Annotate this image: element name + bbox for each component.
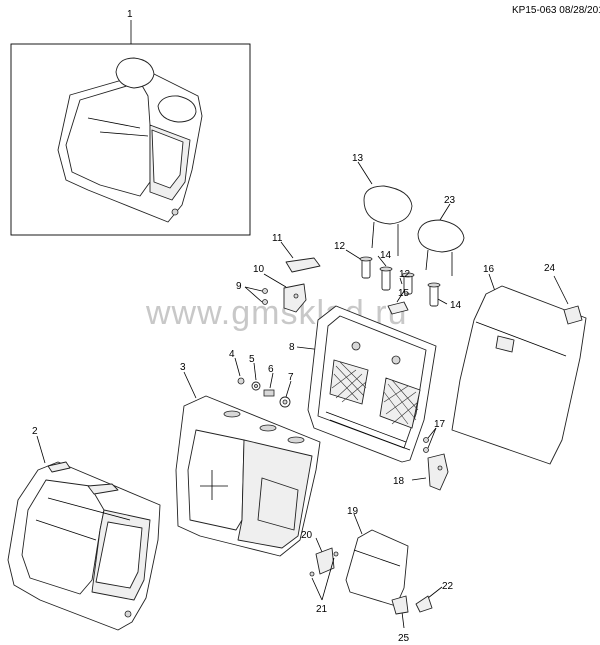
callout-2: 2 (32, 426, 38, 437)
callout-18: 18 (393, 476, 405, 487)
callout-21: 21 (316, 604, 328, 615)
parts-20-21-bracket (309, 537, 339, 601)
callout-17: 17 (434, 419, 446, 430)
callout-9: 9 (236, 281, 242, 292)
part-24-clip (553, 275, 583, 325)
parts-9-11-hinge (244, 241, 321, 313)
part-8-seatback-frame (296, 305, 437, 463)
callout-14-a: 14 (380, 250, 392, 261)
callout-4: 4 (229, 349, 235, 360)
callout-22: 22 (442, 581, 454, 592)
callout-13: 13 (352, 153, 364, 164)
parts-12-15-guides (345, 249, 448, 315)
callout-3: 3 (180, 362, 186, 373)
callout-labels: 1 2 3 4 5 6 7 8 9 10 11 12 12 13 14 14 1… (32, 9, 556, 644)
callout-6: 6 (268, 364, 274, 375)
callout-11: 11 (272, 233, 283, 244)
callout-7: 7 (288, 372, 294, 383)
callout-25: 25 (398, 633, 410, 644)
callout-19: 19 (347, 506, 359, 517)
callout-12-a: 12 (334, 241, 346, 252)
callout-5: 5 (249, 354, 255, 365)
callout-24: 24 (544, 263, 556, 274)
callout-14-b: 14 (450, 300, 462, 311)
callout-15: 15 (398, 288, 410, 299)
callout-8: 8 (289, 342, 295, 353)
part-3-seatback-pad (175, 371, 321, 557)
part-19-armrest-panel (345, 513, 409, 607)
part-2-seatback-cover (7, 435, 161, 631)
callout-12-b: 12 (399, 269, 411, 280)
part-16-rear-panel (451, 273, 587, 465)
callout-20: 20 (301, 530, 313, 541)
part-13-headrest (357, 161, 413, 256)
parts-4-7-hardware (234, 357, 292, 408)
parts-22-25-bracket (391, 586, 443, 629)
part-1-seatback-assembly (10, 20, 251, 236)
callout-23: 23 (444, 195, 456, 206)
callout-1: 1 (127, 9, 133, 20)
part-23-headrest (417, 203, 465, 276)
diagram-code: KP15-063 08/28/2012 (512, 5, 600, 16)
callout-10: 10 (253, 264, 265, 275)
callout-16: 16 (483, 264, 495, 275)
parts-17-18-latch (411, 427, 449, 491)
